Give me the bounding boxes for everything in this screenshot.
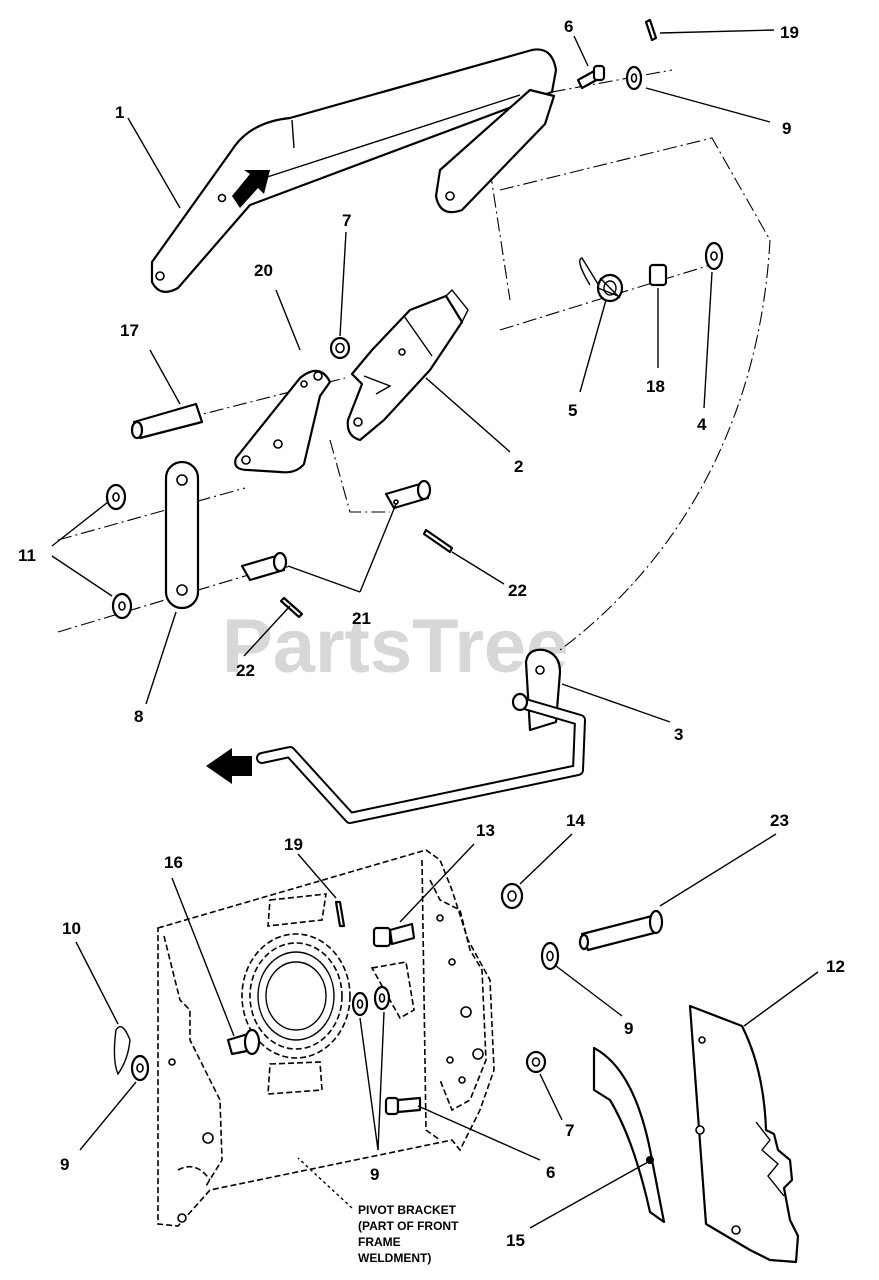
callout-13: 13 (476, 821, 495, 840)
note-line-3: FRAME (358, 1235, 401, 1249)
nut-part-7-upper (329, 336, 351, 360)
cotter-pin-part-19-lower (334, 900, 346, 928)
callout-21: 21 (352, 609, 371, 628)
bolt-part-13 (372, 922, 416, 948)
callout-9-upper: 9 (782, 119, 791, 138)
washer-part-9-left (130, 1054, 150, 1082)
plate-part-20 (234, 369, 332, 474)
pin-part-17 (130, 402, 204, 440)
callout-5: 5 (568, 401, 577, 420)
callout-9-center: 9 (370, 1165, 379, 1184)
washer-part-4 (704, 241, 724, 271)
callout-22-upper: 22 (508, 581, 527, 600)
clevis-pin-part-21-lower (240, 551, 288, 582)
callout-15: 15 (506, 1231, 525, 1250)
note-line-4: WELDMENT) (358, 1251, 431, 1265)
pin-part-23 (578, 909, 664, 952)
callout-19-upper: 19 (780, 23, 799, 42)
callout-3: 3 (674, 725, 683, 744)
callout-6-upper: 6 (564, 17, 573, 36)
callout-1: 1 (115, 103, 124, 122)
note-line-2: (PART OF FRONT (358, 1219, 459, 1233)
callout-7-upper: 7 (342, 211, 351, 230)
callout-16: 16 (164, 853, 183, 872)
spring-part-5 (579, 257, 624, 303)
callout-2: 2 (514, 457, 523, 476)
callout-17: 17 (120, 321, 139, 340)
callout-11: 11 (18, 546, 36, 565)
bolt-part-6-upper (576, 64, 606, 90)
cotter-pin-part-22-lower (279, 596, 304, 619)
stud-part-16 (226, 1028, 261, 1056)
callout-9-left: 9 (60, 1155, 69, 1174)
sector-plate-part-12 (688, 1004, 800, 1264)
note-line-1: PIVOT BRACKET (358, 1203, 457, 1217)
callout-10: 10 (62, 919, 81, 938)
callout-labels: 1 2 3 4 5 6 6 7 7 8 9 9 9 9 10 11 12 13 … (18, 17, 845, 1250)
bushing-part-18 (648, 263, 668, 287)
washer-part-11-upper (105, 483, 127, 511)
callout-4: 4 (697, 415, 707, 434)
callout-18: 18 (646, 377, 665, 396)
link-part-8 (164, 460, 200, 610)
washer-part-9-pair (351, 985, 391, 1017)
arrow-icon-direction (206, 748, 252, 784)
callout-19-lower: 19 (284, 835, 303, 854)
washer-part-9-right (540, 941, 560, 971)
callout-22-lower: 22 (236, 661, 255, 680)
washer-part-11-lower (111, 592, 133, 620)
pivot-bracket (157, 849, 495, 1227)
pedal-lever-part-1 (150, 48, 558, 293)
clevis-pin-part-21-upper (384, 479, 432, 510)
arc-plate-part-15 (592, 1046, 666, 1224)
callout-23: 23 (770, 811, 789, 830)
leader-lines (51, 29, 819, 1229)
nut-part-7-lower (525, 1050, 547, 1074)
cotter-pin-part-19-upper (644, 18, 658, 42)
bracket-part-2 (346, 288, 469, 442)
washer-part-9-upper (625, 65, 643, 91)
callout-6-lower: 6 (546, 1163, 555, 1182)
callout-8: 8 (134, 707, 143, 726)
rod-part-3 (256, 648, 586, 824)
watermark-text: PartsTree (222, 604, 568, 689)
hairpin-part-10 (113, 1026, 131, 1076)
cotter-pin-part-22-upper (422, 528, 454, 554)
callout-12: 12 (826, 957, 845, 976)
callout-20: 20 (254, 261, 273, 280)
callout-9-right: 9 (624, 1019, 633, 1038)
nut-part-14 (500, 882, 524, 910)
bolt-part-6-lower (384, 1096, 422, 1116)
callout-14: 14 (566, 811, 585, 830)
callout-7-lower: 7 (565, 1121, 574, 1140)
pivot-bracket-note: PIVOT BRACKET (PART OF FRONT FRAME WELDM… (358, 1203, 459, 1265)
bearing-ring (241, 933, 351, 1059)
